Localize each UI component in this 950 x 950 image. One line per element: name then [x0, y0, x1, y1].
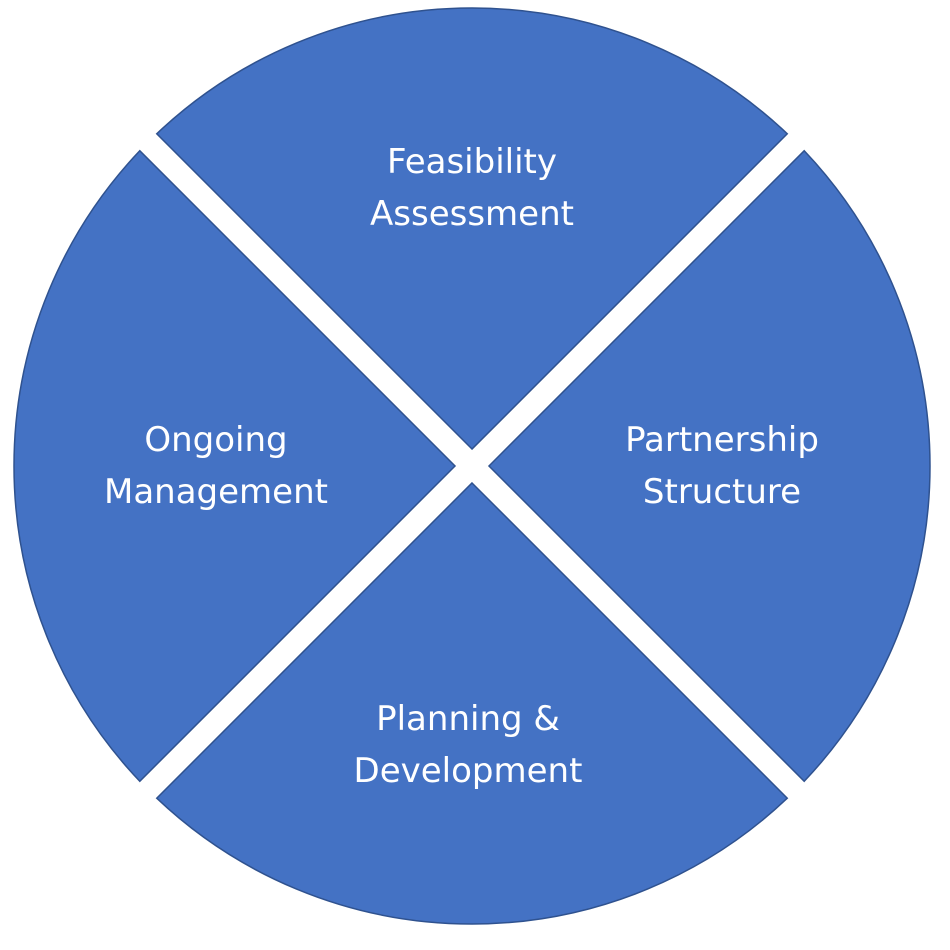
segment-right — [487, 149, 931, 783]
label-top-line-2: Assessment — [370, 194, 574, 234]
label-top: Feasibility Assessment — [370, 142, 574, 234]
label-left: Ongoing Management — [104, 420, 328, 512]
label-left-line-1: Ongoing — [144, 420, 287, 460]
label-right-line-2: Structure — [643, 472, 801, 512]
label-bottom-line-1: Planning & — [376, 699, 560, 739]
label-left-line-2: Management — [104, 472, 328, 512]
segment-bottom — [155, 481, 789, 925]
segment-top — [155, 7, 789, 451]
label-right: Partnership Structure — [625, 420, 819, 512]
segment-left — [13, 149, 457, 783]
label-bottom: Planning & Development — [354, 699, 583, 791]
label-bottom-line-2: Development — [354, 751, 583, 791]
label-top-line-1: Feasibility — [387, 142, 557, 182]
label-right-line-1: Partnership — [625, 420, 819, 460]
